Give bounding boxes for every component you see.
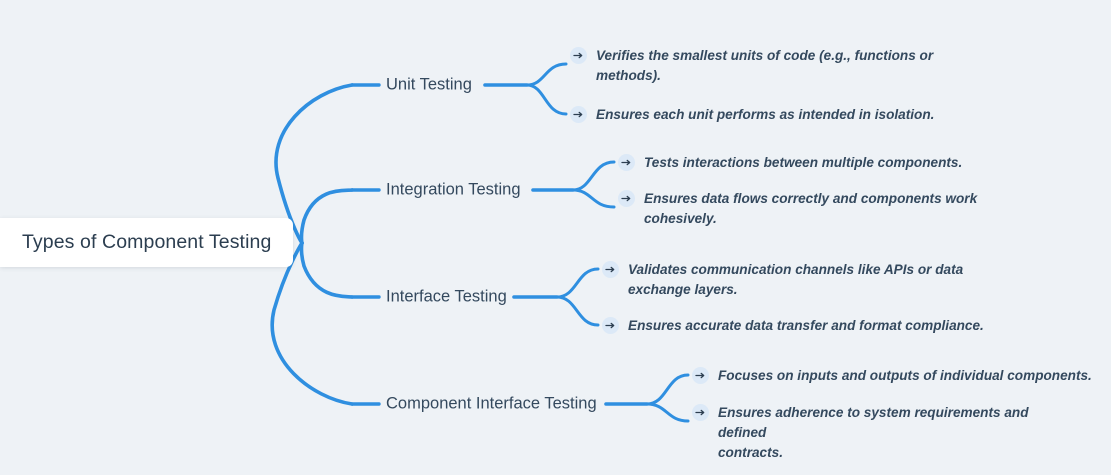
leaf-text: Tests interactions between multiple comp… xyxy=(644,155,963,170)
leaf-item[interactable]: Ensures adherence to system requirements… xyxy=(692,403,1062,463)
arrow-right-icon xyxy=(618,190,635,207)
leaf-text: Ensures each unit performs as intended i… xyxy=(596,107,935,122)
arrow-right-icon xyxy=(692,404,709,421)
branch-label-interface-testing[interactable]: Interface Testing xyxy=(386,287,507,306)
leaf-connector-2-2 xyxy=(571,188,616,209)
root-node[interactable]: Types of Component Testing xyxy=(0,218,294,267)
leaf-item[interactable]: Tests interactions between multiple comp… xyxy=(618,153,1058,173)
leaf-item[interactable]: Focuses on inputs and outputs of individ… xyxy=(692,366,1092,386)
leaf-connector-1-1 xyxy=(525,62,568,87)
leaf-connector-3-2 xyxy=(555,295,600,327)
leaf-item[interactable]: Validates communication channels like AP… xyxy=(602,260,1052,300)
leaf-connector-4-2 xyxy=(645,402,690,423)
arrow-right-icon xyxy=(602,317,619,334)
leaf-item[interactable]: Ensures data flows correctly and compone… xyxy=(618,189,1058,229)
leaf-connector-3-1 xyxy=(555,267,600,299)
branch-curve-4 xyxy=(270,241,354,406)
branch-curve-3 xyxy=(299,241,354,299)
leaf-text: Validates communication channels like AP… xyxy=(628,262,964,297)
leaf-connector-1-2 xyxy=(525,83,568,116)
leaf-text: Ensures adherence to system requirements… xyxy=(718,405,1029,460)
arrow-right-icon xyxy=(602,261,619,278)
root-node-label: Types of Component Testing xyxy=(22,231,272,253)
leaf-text: Focuses on inputs and outputs of individ… xyxy=(718,368,1092,383)
branch-label-unit-testing[interactable]: Unit Testing xyxy=(386,75,472,94)
arrow-right-icon xyxy=(570,47,587,64)
leaf-item[interactable]: Ensures each unit performs as intended i… xyxy=(570,105,1040,125)
leaf-text: Verifies the smallest units of code (e.g… xyxy=(596,48,934,83)
branch-curve-2 xyxy=(299,188,354,245)
arrow-right-icon xyxy=(692,367,709,384)
leaf-item[interactable]: Ensures accurate data transfer and forma… xyxy=(602,316,1052,336)
branch-label-component-interface-testing[interactable]: Component Interface Testing xyxy=(386,394,597,413)
arrow-right-icon xyxy=(618,154,635,171)
leaf-item[interactable]: Verifies the smallest units of code (e.g… xyxy=(570,46,1040,86)
leaf-text: Ensures accurate data transfer and forma… xyxy=(628,318,984,333)
leaf-connector-4-1 xyxy=(645,373,690,406)
arrow-right-icon xyxy=(570,106,587,123)
leaf-text: Ensures data flows correctly and compone… xyxy=(644,191,978,226)
leaf-connector-2-1 xyxy=(571,160,616,192)
branch-label-integration-testing[interactable]: Integration Testing xyxy=(386,180,521,199)
